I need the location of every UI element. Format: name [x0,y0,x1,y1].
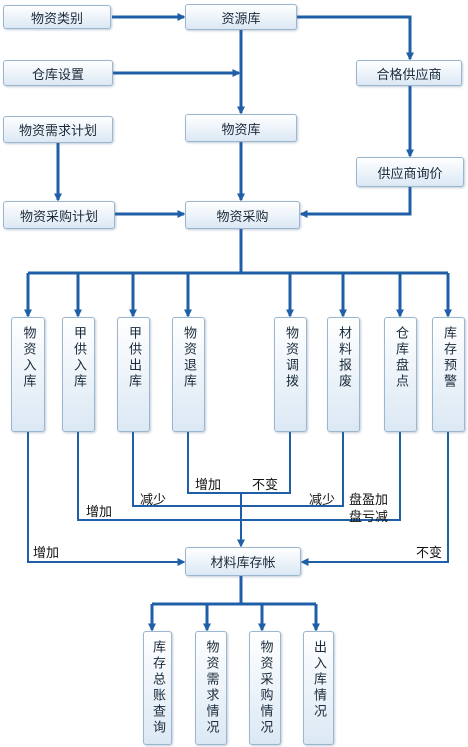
flow-cailiaobaofei [241,432,344,507]
label-bubian-yujing: 不变 [416,546,443,561]
flow-ruku-to-kucunzhang [27,432,186,566]
label-jianshao-baofei: 减少 [309,493,336,508]
box-wuzituiku: 物资退库 [172,317,205,432]
box-wuzileibie: 物资类别 [3,5,111,29]
flow-jiagongchuku [132,432,241,507]
flow-cangkupandian [241,432,401,521]
box-cangkushezhi: 仓库设置 [3,60,113,86]
box-churukuqingkuang: 出入库情况 [303,631,334,745]
box-wuzidiaobo: 物资调拨 [274,317,307,432]
box-wuzicaigouqingkuang: 物资采购情况 [249,631,281,745]
label-zengjia-jiagongruku: 增加 [86,505,113,520]
box-hegegongyingshang: 合格供应商 [356,60,462,86]
label-jianshao-jiagongchuku: 减少 [140,493,167,508]
flow-wuzidiaobo [241,432,291,494]
box-cangkupandian: 仓库盘点 [384,317,417,432]
box-jiagongruku: 甲供入库 [62,317,95,432]
label-zengjia-tuiku: 增加 [195,478,222,493]
flow-jiagongruku [77,432,241,521]
box-kucunzongzhang: 库存总账查询 [143,631,172,745]
flow-wuzituiku [187,432,241,494]
box-wuzicaigou: 物资采购 [185,201,300,229]
arrow-xunjia-to-caigou [299,187,412,218]
box-cailiaobaofei: 材料报废 [327,317,360,432]
label-zengjia-ruku: 增加 [33,546,60,561]
box-wuzixuqiujihua: 物资需求计划 [3,116,113,143]
box-ziyuanku: 资源库 [185,4,297,30]
flow-kucunyujing-to-kucunzhang [300,432,449,566]
box-kucunyujing: 库存预警 [432,317,465,432]
box-wuzixuqiuqingkuang: 物资需求情况 [195,631,227,745]
box-gongyingshangxunjia: 供应商询价 [356,157,464,187]
label-pankui: 盘亏减 [349,510,389,525]
box-wuzicaigoujihua: 物资采购计划 [3,201,115,229]
box-wuziku: 物资库 [185,114,297,142]
label-bubian-diaobo: 不变 [252,478,279,493]
label-panying: 盘盈加 [349,493,389,508]
box-cailiaokucunzhang: 材料库存帐 [185,547,301,576]
arrow-ziyuanku-to-hegegongyingshang [297,15,414,61]
box-jiagongchuku: 甲供出库 [117,317,150,432]
box-wuziruku: 物资入库 [11,317,45,432]
